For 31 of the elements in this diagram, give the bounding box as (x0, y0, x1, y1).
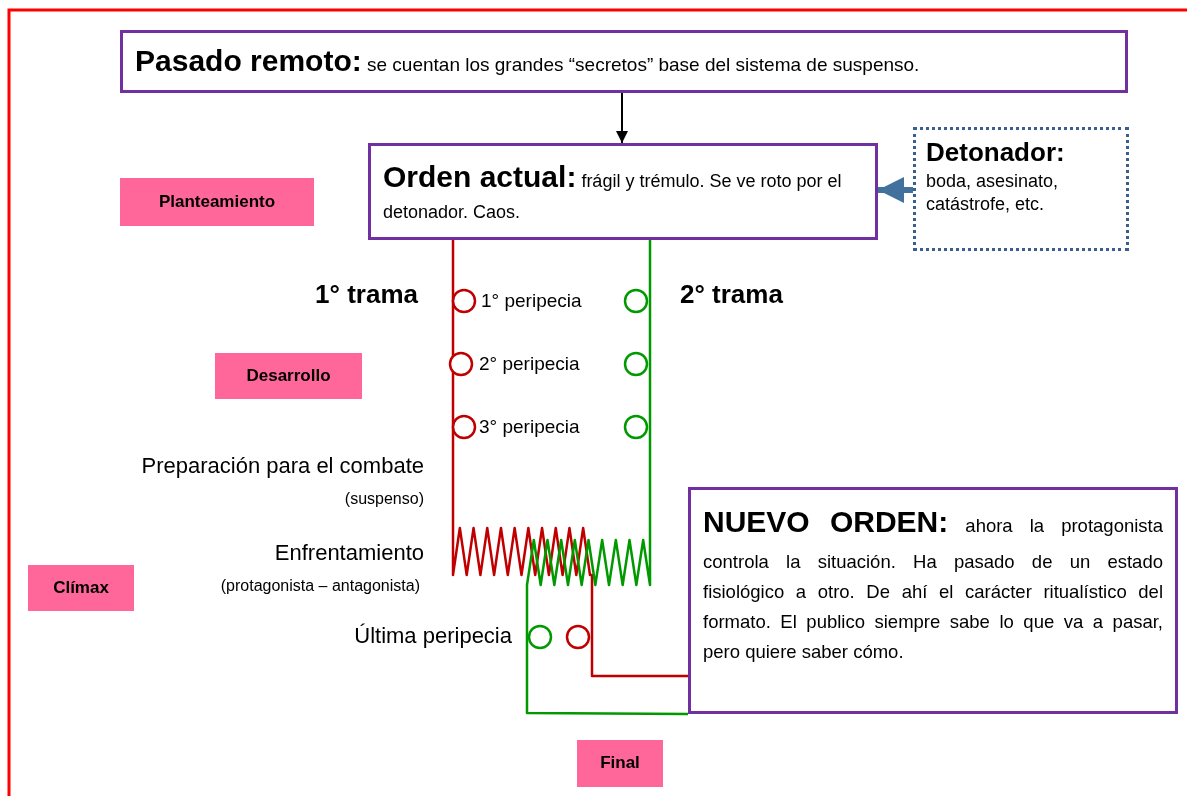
stage-label-text: Clímax (53, 576, 109, 599)
event-label: Última peripecia (354, 622, 512, 649)
box-heading: Detonador: (926, 136, 1066, 169)
dotted-text-box (913, 127, 1129, 251)
stage-label (28, 565, 134, 611)
plot-label: 2° trama (680, 279, 783, 311)
phase-note: (protagonista – antagonista) (220, 577, 420, 596)
box-text: NUEVO ORDEN: ahora la protagonista controla la situación. Ha pasado de un estado fisiológico a otro. De ahí el carácter ritualístico del formato. El publico siempre sabe lo que va a pasar, pero quiere saber cómo. (703, 504, 1163, 664)
plot-label: 1° trama (315, 279, 418, 311)
stage-label (120, 178, 314, 226)
box-text: boda, asesinato, catástrofe, etc. (926, 169, 1060, 217)
event-label: 3° peripecia (479, 415, 580, 438)
stage-label-text: Final (600, 752, 640, 775)
phase-note: (suspenso) (344, 490, 424, 509)
stage-label-text: Desarrollo (246, 364, 331, 387)
arrow (616, 92, 628, 144)
text-box (688, 487, 1178, 714)
text-box (368, 143, 878, 240)
stage-label (215, 353, 362, 399)
event-label: 1° peripecia (481, 289, 582, 312)
text-box (120, 30, 1128, 93)
box-text: Orden actual: frágil y trémulo. Se ve roto por el detonador. Caos. (383, 159, 843, 224)
phase-label: Enfrentamiento (274, 539, 424, 566)
stage-label-text: Planteamiento (158, 190, 276, 213)
event-label: 2° peripecia (479, 352, 580, 375)
box-text: Pasado remoto: se cuentan los grandes “secretos” base del sistema de suspenso. (135, 43, 921, 79)
plot-line (451, 240, 688, 678)
plot-line (525, 240, 688, 716)
stage-label (577, 740, 663, 787)
phase-label: Preparación para el combate (141, 452, 424, 479)
arrow (878, 177, 913, 203)
